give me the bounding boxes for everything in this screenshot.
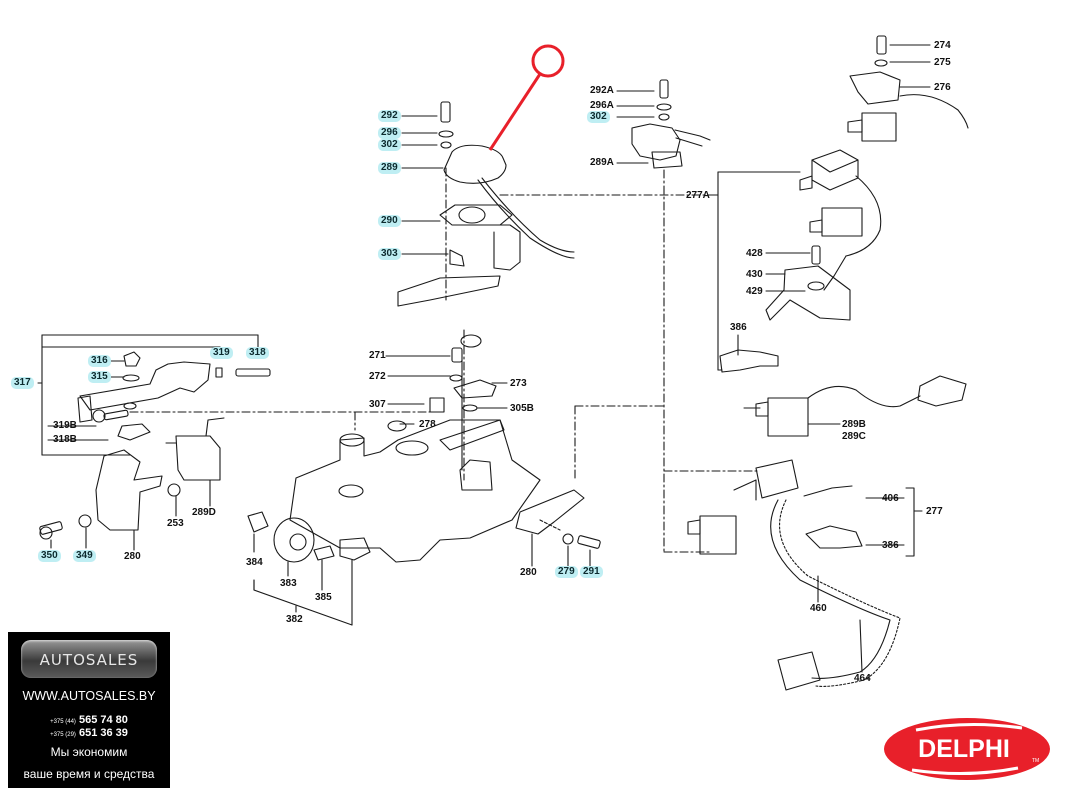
part-label[interactable]: 280: [520, 567, 537, 578]
part-label[interactable]: 430: [746, 269, 763, 280]
part-label[interactable]: 316: [88, 355, 111, 367]
ad-phone: +375 (44) 565 74 80: [8, 714, 170, 726]
delphi-logo: DELPHI TM: [884, 718, 1050, 780]
part-label[interactable]: 271: [369, 350, 386, 361]
phone-prefix: +375 (44): [50, 719, 76, 725]
leader-lines-top-center: [401, 115, 449, 255]
part-label[interactable]: 386: [882, 540, 899, 551]
part-label[interactable]: 318: [246, 347, 269, 359]
part-label[interactable]: 277: [926, 506, 943, 517]
part-label[interactable]: 317: [11, 377, 34, 389]
part-label[interactable]: 290: [378, 215, 401, 227]
part-label[interactable]: 350: [38, 550, 61, 562]
plate-430-shape: [765, 245, 851, 321]
part-label[interactable]: 289D: [192, 507, 216, 518]
part-label[interactable]: 460: [810, 603, 827, 614]
part-label[interactable]: 292A: [590, 85, 614, 96]
part-label[interactable]: 303: [378, 248, 401, 260]
brand-name: AUTOSALES: [39, 651, 139, 669]
part-label[interactable]: 291: [580, 566, 603, 578]
bracket-290-shape: [397, 204, 521, 307]
dash-dot-lines: [129, 167, 761, 553]
logo-text: DELPHI: [918, 735, 1010, 763]
part-label[interactable]: 386: [730, 322, 747, 333]
part-label[interactable]: 296: [378, 127, 401, 139]
part-label[interactable]: 429: [746, 286, 763, 297]
phone-number: 565 74 80: [78, 714, 128, 726]
part-label[interactable]: 278: [419, 419, 436, 430]
part-label[interactable]: 280: [124, 551, 141, 562]
part-label[interactable]: 349: [73, 550, 96, 562]
clip-386-top-shape: [719, 334, 779, 373]
trademark-mark: TM: [1032, 758, 1039, 764]
part-label[interactable]: 305B: [510, 403, 534, 414]
connectors-right: [799, 149, 882, 291]
red-annotation-marker: [488, 44, 565, 151]
part-label[interactable]: 289A: [590, 157, 614, 168]
part-label[interactable]: 383: [280, 578, 297, 589]
part-label[interactable]: 275: [934, 57, 951, 68]
pulley-382-shape: [247, 511, 371, 626]
ad-slogan-line1: Мы экономим: [50, 745, 128, 759]
phone-number: 651 36 39: [78, 727, 128, 739]
ad-url[interactable]: WWW.AUTOSALES.BY: [22, 689, 156, 703]
bracket-276-shape: [847, 35, 969, 142]
sensor-289A-shape: [616, 79, 711, 169]
part-label[interactable]: 289: [378, 162, 401, 174]
phone-prefix: +375 (29): [50, 732, 76, 738]
part-label[interactable]: 302: [378, 139, 401, 151]
part-label[interactable]: 296A: [590, 100, 614, 111]
housing-shape: [289, 359, 541, 563]
part-label[interactable]: 272: [369, 371, 386, 382]
part-label[interactable]: 273: [510, 378, 527, 389]
bracket-277A: [707, 171, 801, 371]
sensor-289B-shape: [743, 375, 967, 437]
part-label[interactable]: 385: [315, 592, 332, 603]
part-label[interactable]: 319: [210, 347, 233, 359]
part-label[interactable]: 315: [88, 371, 111, 383]
part-label[interactable]: 276: [934, 82, 951, 93]
sensor-289-shape: [438, 101, 575, 259]
harness-277-shape: [687, 459, 923, 691]
plate-280-left-shape: [39, 449, 211, 551]
autosales-logo: AUTOSALES: [21, 640, 157, 678]
part-label[interactable]: 292: [378, 110, 401, 122]
part-label[interactable]: 289C: [842, 431, 866, 442]
ad-slogan-line2: ваше время и средства: [23, 767, 155, 781]
part-label[interactable]: 277A: [686, 190, 710, 201]
part-label[interactable]: 302: [587, 111, 610, 123]
part-label[interactable]: 464: [854, 673, 871, 684]
part-label[interactable]: 307: [369, 399, 386, 410]
autosales-ad[interactable]: AUTOSALES WWW.AUTOSALES.BY +375 (44) 565…: [8, 632, 170, 788]
part-label[interactable]: 382: [286, 614, 303, 625]
linkage-parts-shape: [385, 334, 508, 432]
bracket-317-shape: [37, 334, 271, 481]
part-label[interactable]: 253: [167, 518, 184, 529]
part-label[interactable]: 406: [882, 493, 899, 504]
part-label[interactable]: 318B: [53, 434, 77, 445]
part-label[interactable]: 319B: [53, 420, 77, 431]
plate-280-right-shape: [515, 489, 601, 567]
part-label[interactable]: 289B: [842, 419, 866, 430]
part-label[interactable]: 428: [746, 248, 763, 259]
ad-phone: +375 (29) 651 36 39: [8, 727, 170, 739]
part-label[interactable]: 279: [555, 566, 578, 578]
part-label[interactable]: 274: [934, 40, 951, 51]
part-label[interactable]: 384: [246, 557, 263, 568]
